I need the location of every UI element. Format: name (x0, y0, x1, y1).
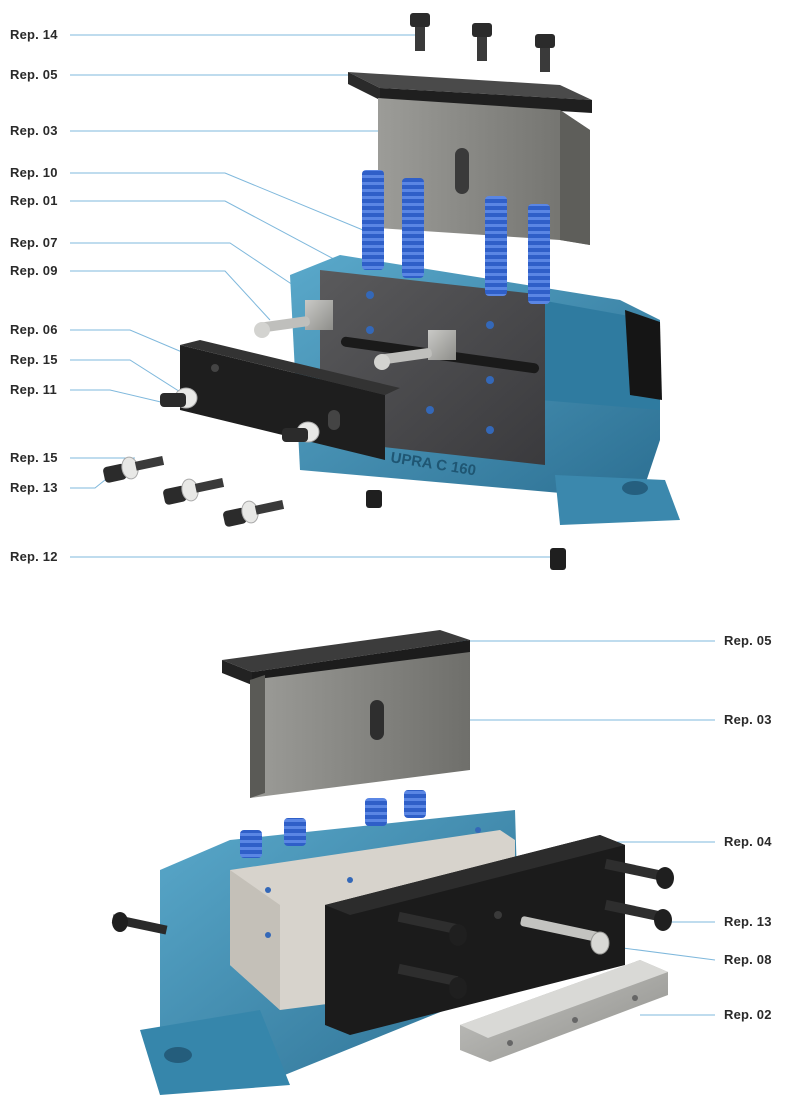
label-rep13: Rep. 13 (10, 480, 58, 495)
label-rep14: Rep. 14 (10, 27, 58, 42)
label-rep12: Rep. 12 (10, 549, 58, 564)
stripper-plate-rep04 (325, 835, 625, 1035)
shoulder-screw-rep08 (520, 916, 610, 955)
label-rep05-bottom: Rep. 05 (724, 633, 772, 648)
cap-screws-rep14 (410, 13, 555, 72)
label-rep08: Rep. 08 (724, 952, 772, 967)
label-rep04: Rep. 04 (724, 834, 772, 849)
label-rep05: Rep. 05 (10, 67, 58, 82)
screws-rep13-bottom (111, 858, 674, 999)
springs-bottom (240, 790, 426, 858)
leader-lines-top (70, 34, 553, 558)
springs-rep10 (362, 170, 550, 304)
label-rep03-bottom: Rep. 03 (724, 712, 772, 727)
label-rep01: Rep. 01 (10, 193, 58, 208)
top-plate-rep05 (348, 72, 592, 113)
label-rep15-a: Rep. 15 (10, 352, 58, 367)
set-screw-rep12 (550, 548, 566, 570)
leader-lines-bottom (440, 640, 716, 1016)
screws-rep11-rep15 (160, 387, 320, 443)
steel-bar-rep02 (460, 960, 668, 1062)
screws-rep13 (103, 456, 382, 527)
label-rep06: Rep. 06 (10, 322, 58, 337)
label-rep11: Rep. 11 (10, 382, 57, 397)
label-rep10: Rep. 10 (10, 165, 58, 180)
label-rep02: Rep. 02 (724, 1007, 772, 1022)
label-rep15-b: Rep. 15 (10, 450, 58, 465)
stripper-plate-rep06 (180, 340, 400, 460)
label-rep09: Rep. 09 (10, 263, 58, 278)
label-rep03: Rep. 03 (10, 123, 58, 138)
label-rep13-bottom: Rep. 13 (724, 914, 772, 929)
adjusting-screws (254, 300, 456, 370)
label-rep07: Rep. 07 (10, 235, 58, 250)
steel-punch-rep03-bottom (250, 652, 470, 798)
